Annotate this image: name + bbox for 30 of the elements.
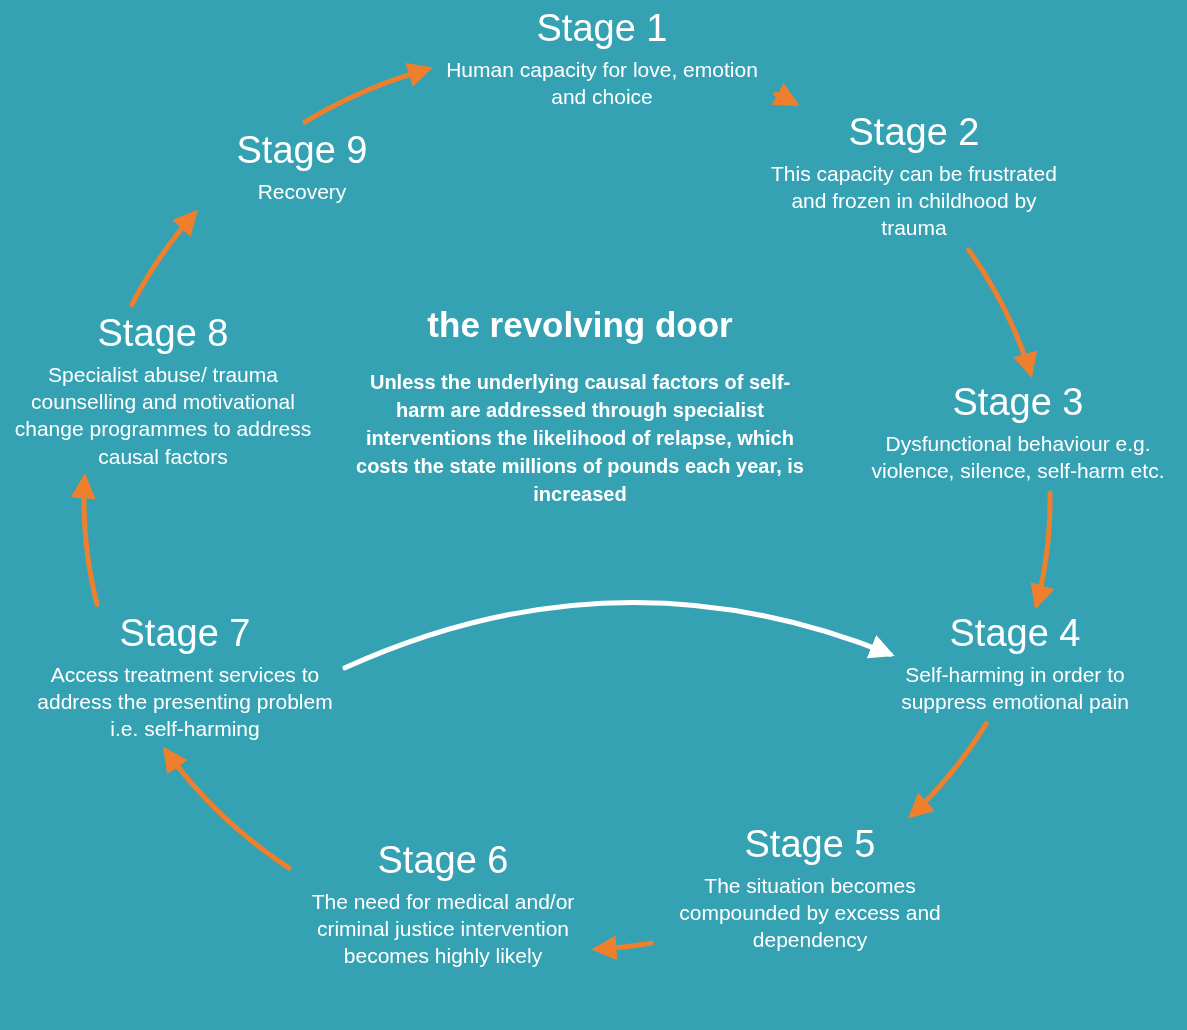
stage-description: The situation becomes compounded by excess and dependency (678, 872, 942, 954)
arrow (591, 935, 654, 961)
stage-heading: Stage 8 (97, 313, 229, 355)
diagram-title: the revolving door (426, 305, 734, 345)
note-text: Unless the underlying causal factors of self-harm are addressed through specialist interventions the likelihood of relapse, which costs the state millions of pounds each year, is increased (355, 370, 805, 507)
stage-description: Human capacity for love, emotion and choice (445, 56, 759, 111)
arrow (1030, 490, 1055, 610)
arrow (966, 247, 1038, 378)
arrow (908, 721, 989, 819)
stage-description: Self-harming in order to suppress emotional pain (900, 661, 1130, 716)
stage-description: Dysfunctional behaviour e.g. violence, silence, self-harm etc. (870, 430, 1166, 485)
stage-heading: Stage 7 (119, 613, 251, 655)
arrow (771, 82, 800, 106)
stage-heading: Stage 4 (949, 613, 1081, 655)
stage-description: Recovery (257, 178, 347, 205)
arrow (129, 209, 198, 308)
arrow (342, 600, 895, 671)
arrow (163, 746, 292, 871)
stage-heading: Stage 5 (744, 824, 876, 866)
stage-description: Access treatment services to address the presenting problem i.e. self-harming (36, 661, 334, 743)
arrow (302, 62, 433, 125)
arrow (70, 473, 100, 607)
stage-description: The need for medical and/or criminal justice intervention becomes highly likely (310, 888, 576, 970)
stage-heading: Stage 6 (377, 840, 509, 882)
stage-heading: Stage 1 (536, 8, 668, 50)
stage-heading: Stage 2 (848, 112, 980, 154)
stage-description: Specialist abuse/ trauma counselling and motivational change programmes to address causal factors (13, 361, 313, 470)
stage-heading: Stage 9 (236, 130, 368, 172)
stage-heading: Stage 3 (952, 382, 1084, 424)
stage-description: This capacity can be frustrated and frozen in childhood by trauma (770, 160, 1058, 242)
